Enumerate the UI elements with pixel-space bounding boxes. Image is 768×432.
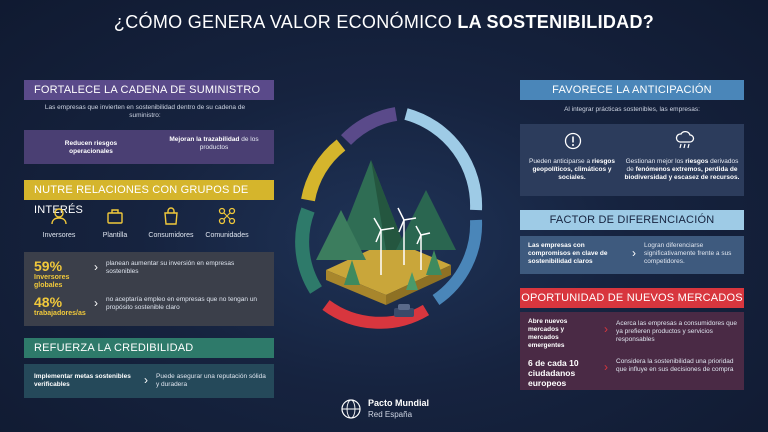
markets-chevron-2: › bbox=[604, 360, 608, 374]
markets-chevron-1: › bbox=[604, 322, 608, 336]
un-global-compact-logo: Pacto Mundial Red España bbox=[340, 396, 460, 426]
stat-59-text: planean aumentar su inversión en empresa… bbox=[106, 260, 235, 275]
supply-chain-card: Reducen riesgos operacionales Mejoran la… bbox=[24, 130, 274, 164]
new-markets-bar: OPORTUNIDAD DE NUEVOS MERCADOS bbox=[520, 288, 744, 308]
briefcase-icon bbox=[106, 207, 124, 225]
new-markets-card: Abre nuevos mercados y mercados emergent… bbox=[520, 312, 744, 390]
anticipation-text-1: Pueden anticiparse a riesgos geopolítico… bbox=[526, 158, 618, 182]
investors-label: Inversores bbox=[42, 232, 76, 239]
stat-48-text: no aceptaría empleo en empresas que no t… bbox=[106, 296, 258, 311]
title-part2: LA SOSTENIBILIDAD? bbox=[457, 12, 655, 32]
investor-icon bbox=[50, 207, 68, 225]
traceability-text: Mejoran la trazabilidad de los productos bbox=[164, 136, 264, 152]
traceability-strong: Mejoran la trazabilidad bbox=[169, 136, 240, 143]
stakeholders-bar: NUTRE RELACIONES CON GRUPOS DE INTERÉS bbox=[24, 180, 274, 216]
stat-59: 59% bbox=[34, 258, 63, 274]
anticipation-text-2: Gestionan mejor los riesgos derivados de… bbox=[624, 158, 740, 182]
stat-59-chevron: › bbox=[94, 260, 98, 274]
differentiation-right: Logran diferenciarse significativamente … bbox=[644, 242, 732, 265]
anticipation-2-pre: Gestionan mejor los bbox=[625, 158, 686, 165]
logo-sub: Red España bbox=[368, 410, 413, 419]
storm-cloud-icon bbox=[674, 130, 696, 150]
anticipation-intro: Al integrar prácticas sostenibles, las e… bbox=[564, 106, 700, 113]
markets-right-2: Considera la sostenibilidad una priorida… bbox=[616, 358, 734, 373]
credibility-chevron: › bbox=[144, 373, 148, 387]
communities-label: Comunidades bbox=[205, 232, 249, 239]
alert-icon bbox=[564, 132, 582, 150]
staff-label: Plantilla bbox=[102, 232, 128, 239]
markets-left-1: Abre nuevos mercados y mercados emergent… bbox=[528, 318, 568, 349]
credibility-card: Implementar metas sostenibles verificabl… bbox=[24, 364, 274, 398]
markets-right-1: Acerca las empresas a consumidores que y… bbox=[616, 320, 738, 343]
anticipation-card: Pueden anticiparse a riesgos geopolítico… bbox=[520, 124, 744, 196]
title-part1: ¿CÓMO GENERA VALOR ECONÓMICO bbox=[113, 12, 458, 32]
page-title: ¿CÓMO GENERA VALOR ECONÓMICO LA SOSTENIB… bbox=[0, 12, 768, 33]
center-illustration bbox=[286, 100, 486, 340]
anticipation-1-strong: riesgos geopolíticos, climáticos y socia… bbox=[532, 158, 615, 181]
anticipation-bar: FAVORECE LA ANTICIPACIÓN bbox=[520, 80, 744, 100]
differentiation-bar: FACTOR DE DIFERENCIACIÓN bbox=[520, 210, 744, 230]
stats-card: 59% Inversores globales › planean aument… bbox=[24, 252, 274, 326]
supply-chain-intro: Las empresas que invierten en sostenibil… bbox=[44, 104, 246, 119]
stakeholder-icons: Inversores Plantilla Consumidores Comuni… bbox=[24, 205, 274, 245]
credibility-bar: REFUERZA LA CREDIBILIDAD bbox=[24, 338, 274, 358]
community-icon bbox=[218, 207, 236, 225]
anticipation-2-strong2: fenómenos extremos, perdida de biodivers… bbox=[624, 166, 740, 181]
shopping-bag-icon bbox=[162, 207, 180, 225]
consumers-label: Consumidores bbox=[148, 232, 194, 239]
differentiation-left: Las empresas con compromisos en clave de… bbox=[528, 242, 608, 265]
markets-left-2: 6 de cada 10 ciudadanos europeos bbox=[528, 358, 579, 388]
supply-chain-bar: FORTALECE LA CADENA DE SUMINISTRO bbox=[24, 80, 274, 100]
anticipation-2-mid: derivados de bbox=[626, 158, 739, 173]
anticipation-1-pre: Pueden anticiparse a bbox=[528, 158, 592, 165]
stat-48: 48% bbox=[34, 294, 63, 310]
differentiation-chevron: › bbox=[632, 246, 636, 260]
differentiation-card: Las empresas con compromisos en clave de… bbox=[520, 236, 744, 274]
stat-48-chevron: › bbox=[94, 296, 98, 310]
credibility-right: Puede asegurar una reputación sólida y d… bbox=[156, 373, 266, 388]
anticipation-2-strong1: riesgos bbox=[685, 158, 709, 165]
reduce-risks-text: Reducen riesgos operacionales bbox=[64, 140, 118, 155]
stat-48-sub: trabajadores/as bbox=[34, 310, 86, 317]
credibility-left: Implementar metas sostenibles verificabl… bbox=[34, 373, 131, 388]
stat-59-sub: Inversores globales bbox=[34, 274, 70, 289]
traceability-rest: de los productos bbox=[199, 136, 259, 151]
logo-name: Pacto Mundial bbox=[368, 398, 430, 408]
globe-icon bbox=[340, 398, 362, 420]
